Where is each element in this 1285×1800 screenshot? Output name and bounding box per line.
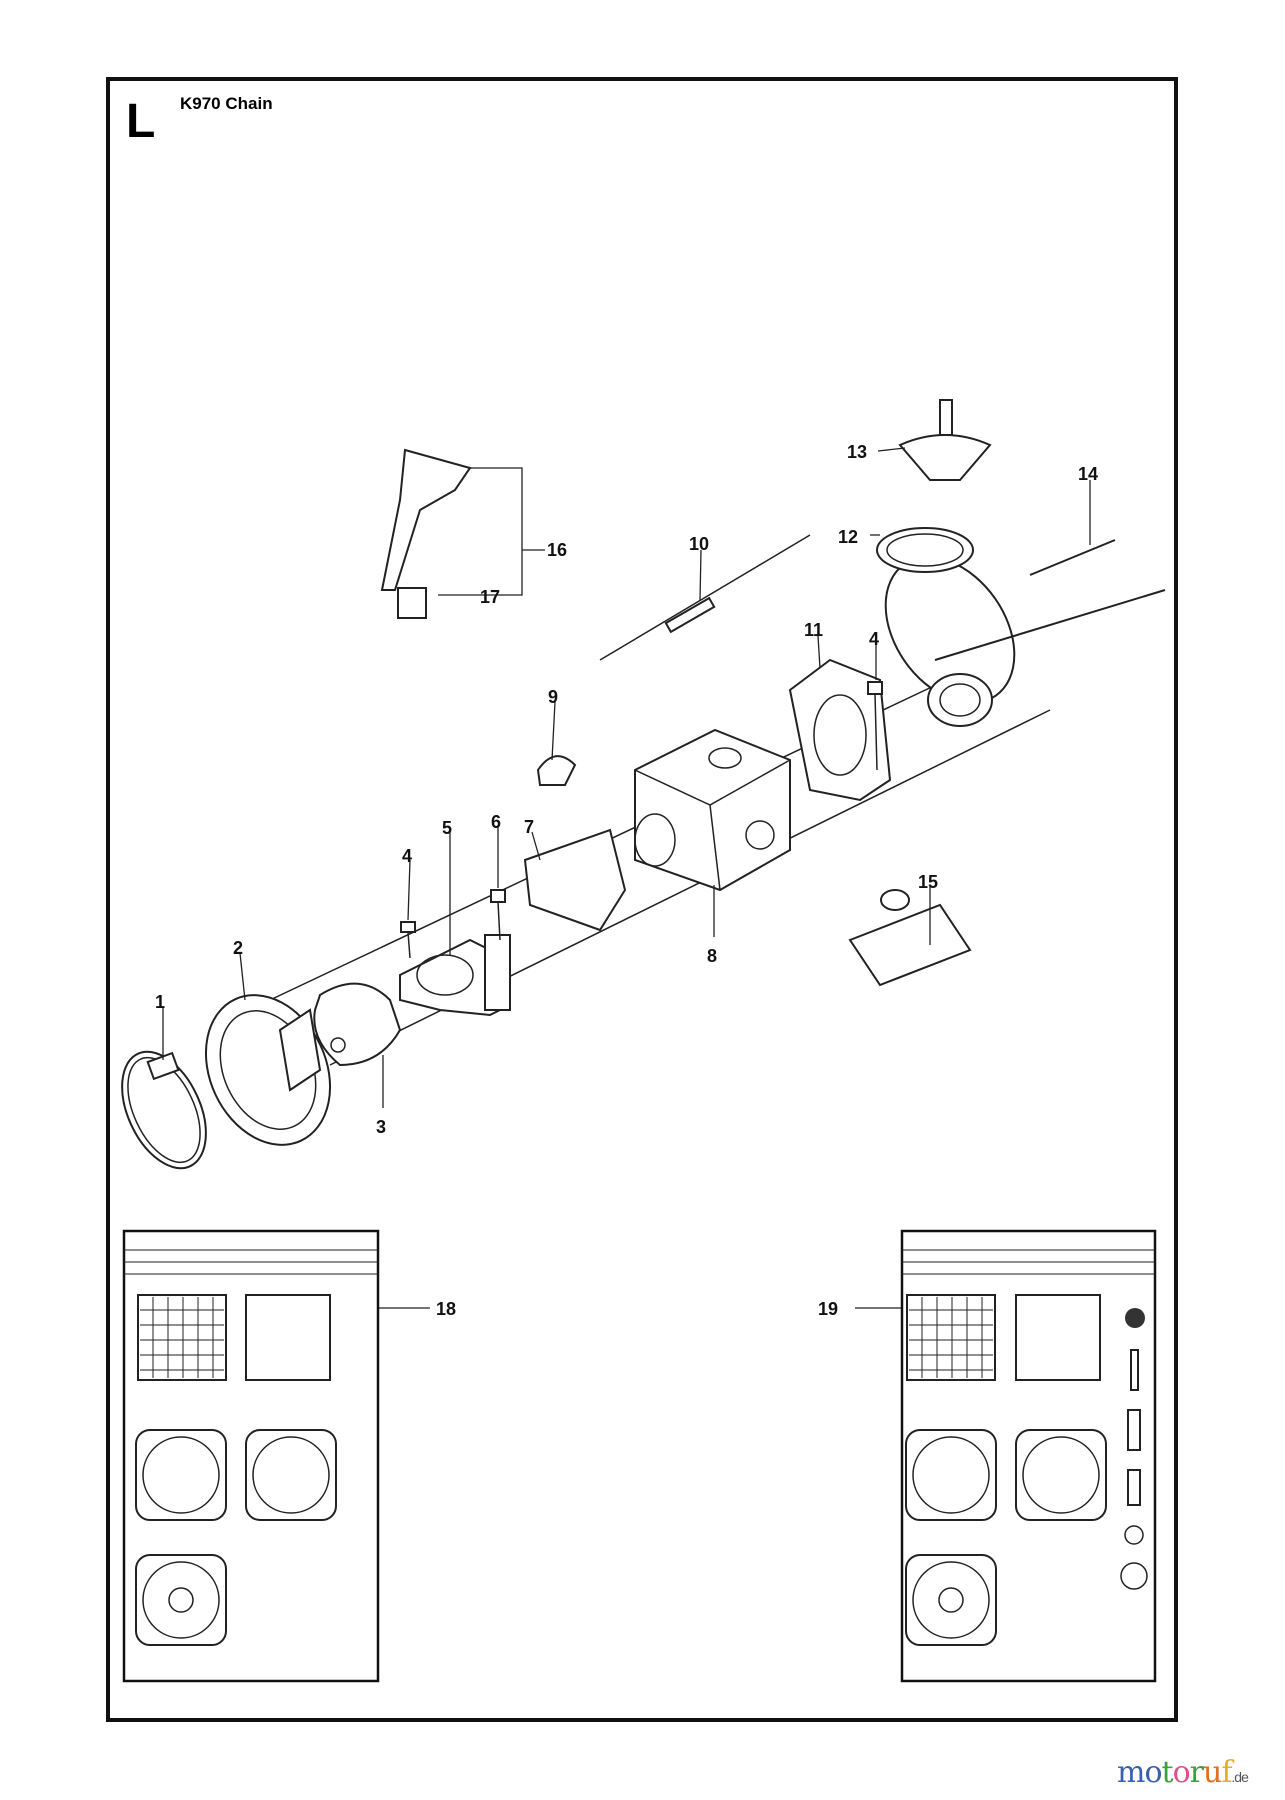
callout-13: 13 xyxy=(847,442,867,462)
callout-16: 16 xyxy=(547,540,567,560)
callout-6: 6 xyxy=(491,812,501,832)
kit-box-19 xyxy=(900,1229,1157,1683)
part-12-intake-bellows xyxy=(876,527,1016,727)
watermark-logo: motoruf.de xyxy=(1117,1755,1249,1790)
part-13-cone xyxy=(898,399,992,481)
part-1-hose-clamp xyxy=(121,1050,207,1170)
callout-15: 15 xyxy=(918,872,938,892)
wm-letter: u xyxy=(1202,1755,1222,1790)
section-letter: L xyxy=(126,95,155,148)
part-4-screw-right xyxy=(867,681,883,771)
part-8-carburetor xyxy=(634,728,791,892)
callout-8: 8 xyxy=(707,946,717,966)
callout-17: 17 xyxy=(480,587,500,607)
part-15-tube xyxy=(848,889,972,987)
callout-12: 12 xyxy=(838,527,858,547)
part-11-bracket xyxy=(788,658,892,802)
callout-1: 1 xyxy=(155,992,165,1012)
part-14-bolts xyxy=(934,539,1166,661)
leader-lines xyxy=(162,447,1091,1309)
part-16-choke-lever xyxy=(380,448,472,591)
callout-2: 2 xyxy=(233,938,243,958)
callout-4-right: 4 xyxy=(869,629,879,649)
callout-4: 4 xyxy=(402,846,412,866)
callout-10: 10 xyxy=(689,534,709,554)
callout-14: 14 xyxy=(1078,464,1098,484)
wm-letter: m xyxy=(1117,1755,1145,1790)
wm-letter: o xyxy=(1144,1755,1162,1790)
wm-letter: t xyxy=(1161,1755,1174,1790)
part-2-intake-adapter xyxy=(204,994,332,1146)
part-4-screw xyxy=(400,921,416,959)
part-17-clip xyxy=(397,587,427,619)
callout-5: 5 xyxy=(442,818,452,838)
part-3-gasket xyxy=(313,982,402,1067)
wm-letter: o xyxy=(1172,1755,1191,1790)
part-7-plate xyxy=(523,828,627,932)
callout-9: 9 xyxy=(548,687,558,707)
callout-7: 7 xyxy=(524,817,534,837)
part-6-screw xyxy=(490,889,506,941)
callout-19: 19 xyxy=(818,1299,838,1319)
callout-18: 18 xyxy=(436,1299,456,1319)
callout-11: 11 xyxy=(804,620,823,640)
part-9-clip xyxy=(536,755,577,786)
diagram-frame xyxy=(106,77,1178,1722)
part-10-choke-rod xyxy=(599,534,811,661)
kit-box-18 xyxy=(122,1229,380,1683)
part-5-flange xyxy=(399,934,511,1017)
wm-letter: f xyxy=(1221,1755,1232,1790)
wm-letter: r xyxy=(1189,1755,1204,1790)
callout-3: 3 xyxy=(376,1117,386,1137)
wm-suffix: .de xyxy=(1231,1769,1248,1785)
diagram-title: K970 Chain xyxy=(180,94,273,113)
